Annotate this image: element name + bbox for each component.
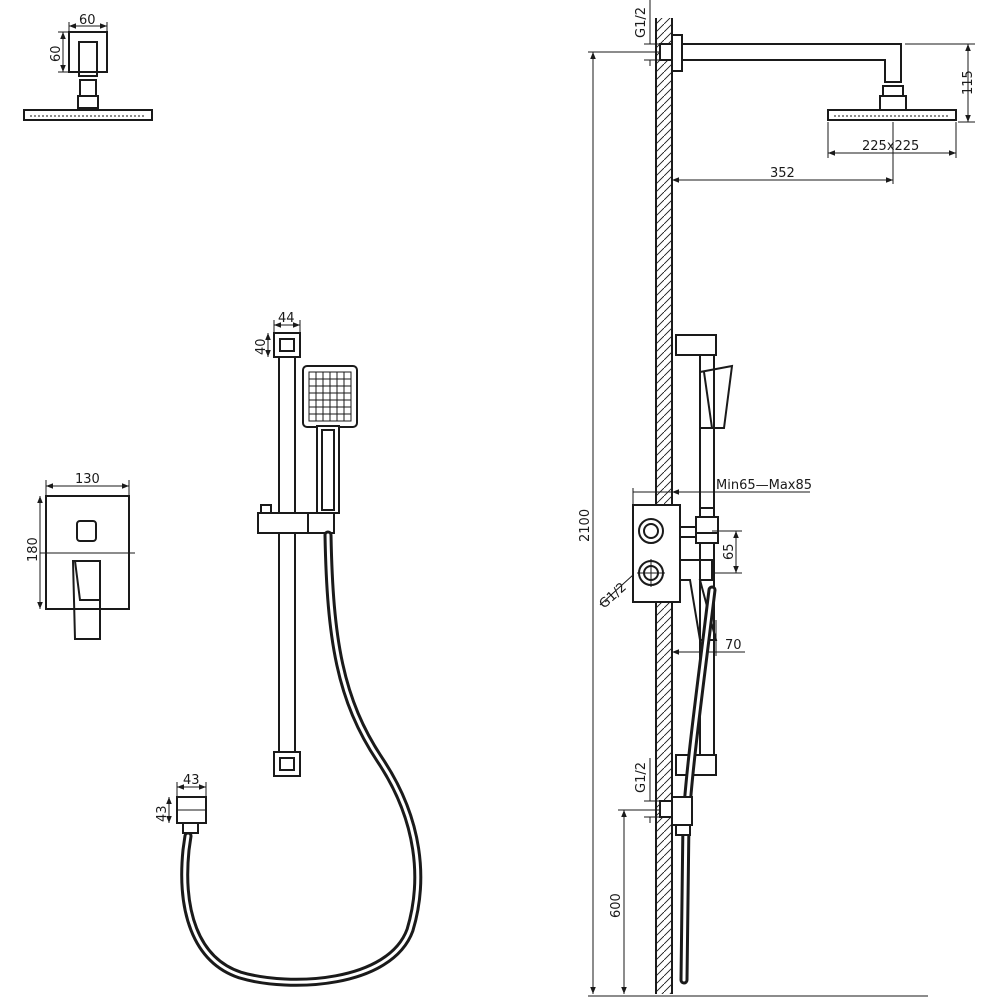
dim-rail-width: 44: [278, 311, 295, 326]
mixer-valve-side-view: [632, 504, 718, 641]
dim-outlet-width: 43: [183, 773, 200, 788]
dim-mixer-width: 130: [75, 472, 100, 487]
wall-outlet-side-view: [659, 796, 693, 836]
head-arm-front-view: 60 60: [23, 13, 153, 121]
dim-mixer-height: 180: [26, 537, 41, 562]
dim-head-size: 225x225: [862, 139, 919, 154]
dim-depth-range: Min65—Max85: [716, 478, 812, 493]
thread-bottom: G1/2: [634, 762, 649, 793]
wall-outlet-front-view: 43 43: [155, 773, 207, 834]
dim-arm-drop: 115: [961, 70, 976, 95]
thread-top: G1/2: [634, 7, 649, 38]
dim-head-arm-width: 60: [79, 13, 96, 28]
head-arm-side-view: [659, 34, 957, 121]
dim-total-height: 2100: [578, 509, 593, 542]
dim-outlet-height-floor: 600: [609, 893, 624, 918]
mixer-front-view: 130 180: [26, 472, 135, 640]
dim-spout-projection: 70: [725, 638, 742, 653]
thread-mid: G1/2: [597, 580, 630, 612]
dim-head-arm-height: 60: [49, 45, 64, 62]
shower-hose-side: [679, 585, 717, 985]
shower-hose: [180, 530, 423, 987]
dim-arm-reach: 352: [770, 166, 795, 181]
slide-rail-front-view: 44 40: [254, 311, 335, 777]
dim-rail-height: 40: [254, 338, 269, 355]
dim-valve-spacing: 65: [722, 543, 737, 560]
hand-shower: [302, 365, 358, 514]
dim-outlet-height: 43: [155, 805, 170, 822]
